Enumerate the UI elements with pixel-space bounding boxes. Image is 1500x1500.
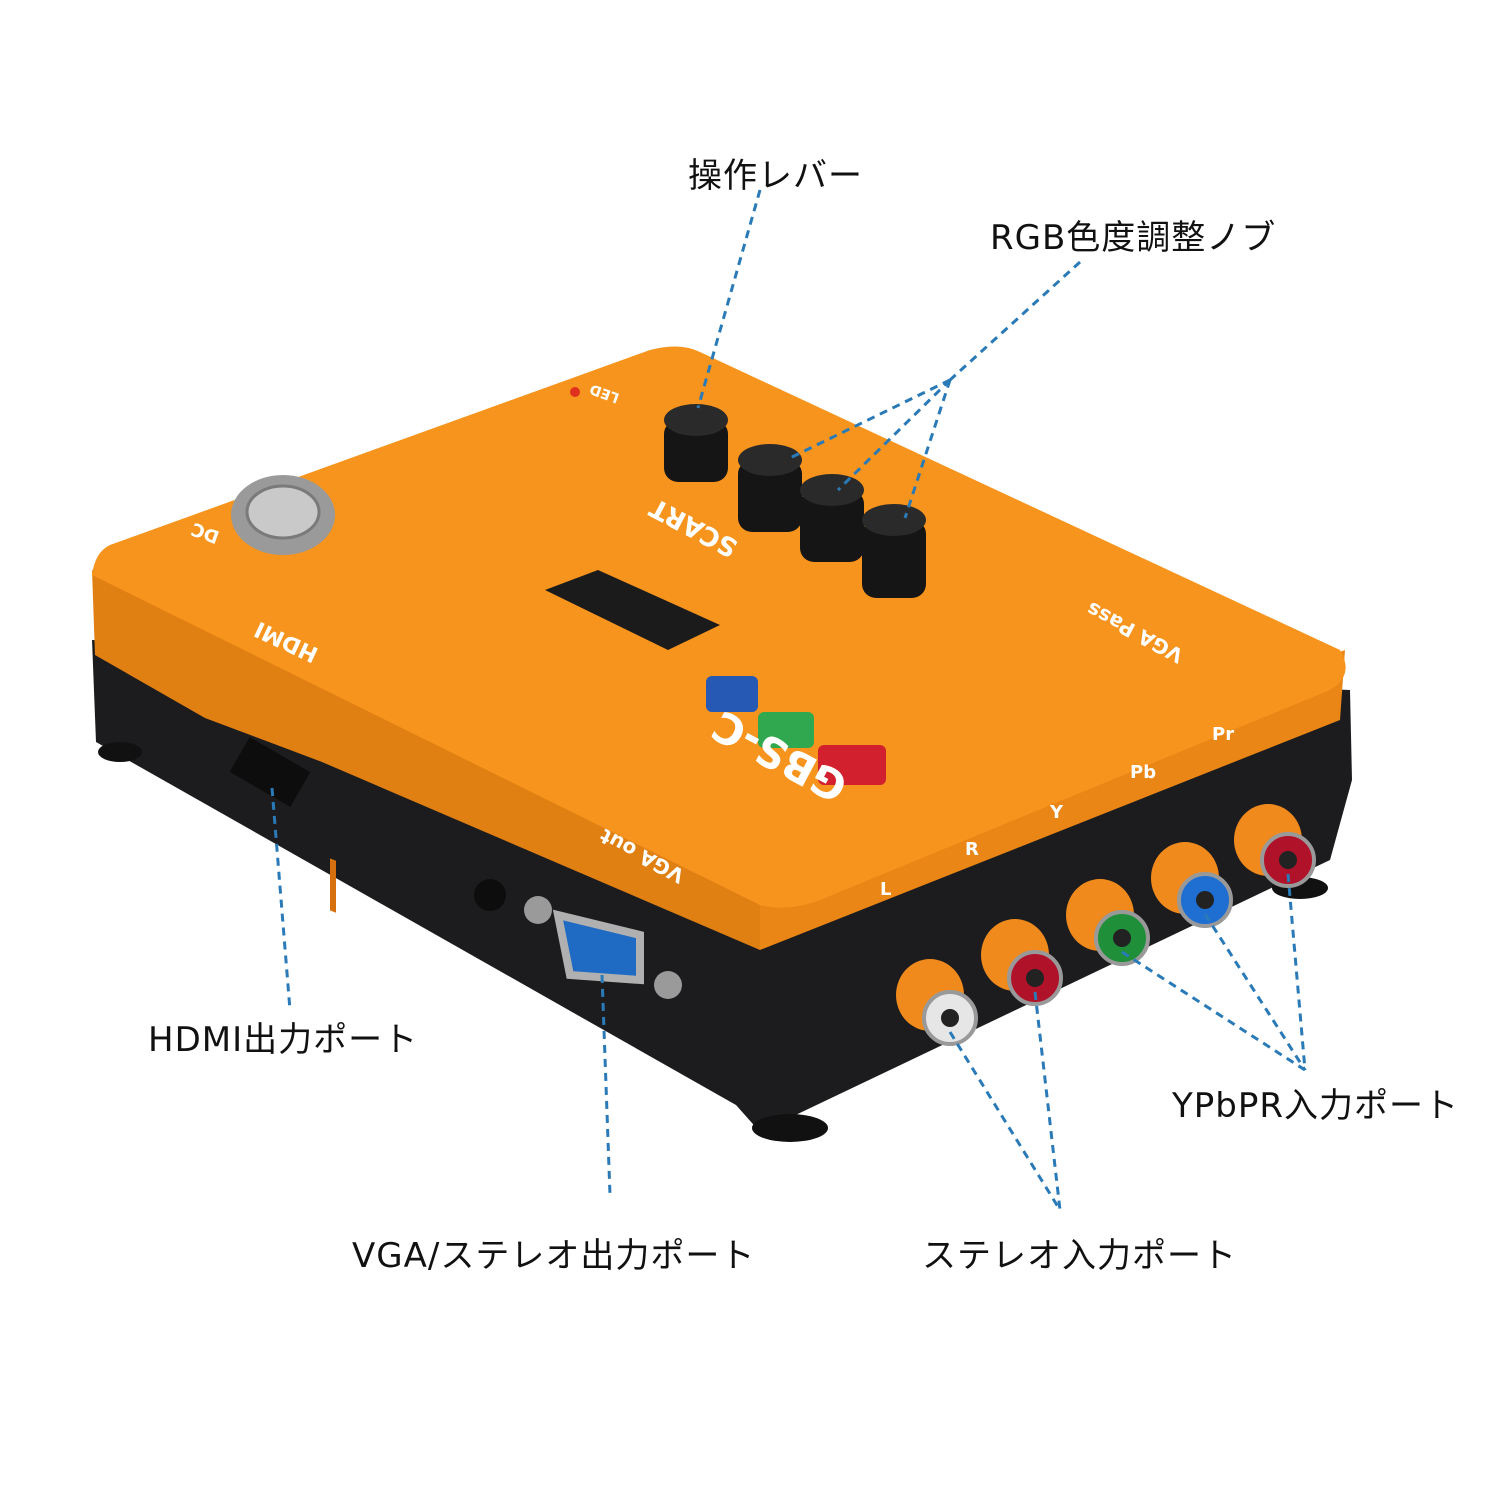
case-side-orange — [92, 570, 760, 950]
vga-connector — [552, 909, 644, 985]
hdmi-port-opening — [229, 737, 311, 807]
leader-ypbpr-pb — [1203, 913, 1307, 1071]
power-button-cap — [245, 484, 321, 540]
callout-hdmi-port: HDMI出力ポート — [148, 1020, 419, 1060]
knob-red — [738, 444, 802, 532]
gbs-c-logo — [706, 676, 886, 785]
rca-l-white — [896, 959, 978, 1046]
leader-lever — [696, 189, 762, 409]
silk-pb: Pb — [1130, 762, 1156, 783]
leader-stereo-l — [948, 1031, 1062, 1211]
knob-lever — [664, 404, 728, 482]
callout-vga-port: VGA/ステレオ出力ポート — [352, 1236, 756, 1276]
leader-rgb-2 — [836, 378, 952, 492]
leader-lines — [270, 189, 1307, 1211]
silk-l: L — [880, 879, 891, 900]
callout-lever: 操作レバー — [688, 156, 863, 196]
oled-screen — [545, 570, 720, 650]
rca-pb-blue — [1151, 842, 1233, 928]
rca-r-red — [981, 919, 1063, 1006]
knob-green — [800, 474, 864, 562]
control-knobs — [664, 404, 926, 598]
vent-slots-left — [330, 858, 336, 913]
callout-rgb-knobs: RGB色度調整ノブ — [990, 218, 1277, 258]
foot — [98, 742, 142, 762]
vga-screw-left — [524, 896, 552, 924]
leader-rgb-3 — [903, 379, 952, 519]
callout-ypbpr-port: YPbPR入力ポート — [1172, 1086, 1459, 1126]
leader-rgb-1 — [789, 378, 951, 460]
gbs-c-device: DC HDMI LED SCART VGA Pass VGA out GBS-C… — [92, 346, 1352, 1142]
leader-rgb-main — [948, 260, 1082, 382]
silk-pr: Pr — [1212, 724, 1234, 745]
callout-stereo-port: ステレオ入力ポート — [922, 1236, 1237, 1276]
leader-ypbpr-pr — [1286, 873, 1307, 1071]
leader-stereo-r — [1033, 991, 1062, 1211]
led-indicator — [570, 387, 580, 397]
leader-hdmi — [270, 787, 292, 1011]
foot — [752, 1114, 828, 1142]
stereo-out-jack — [474, 879, 506, 911]
case-top — [92, 346, 1346, 908]
silk-y: Y — [1049, 802, 1064, 823]
vga-screw-right — [654, 971, 682, 999]
rca-jacks — [896, 804, 1316, 1046]
leader-vga — [600, 974, 612, 1196]
leader-ypbpr-y — [1121, 950, 1306, 1072]
rca-y-green — [1066, 879, 1150, 966]
knob-blue — [862, 504, 926, 598]
rca-pr-red — [1234, 804, 1316, 888]
silk-r: R — [965, 839, 979, 860]
